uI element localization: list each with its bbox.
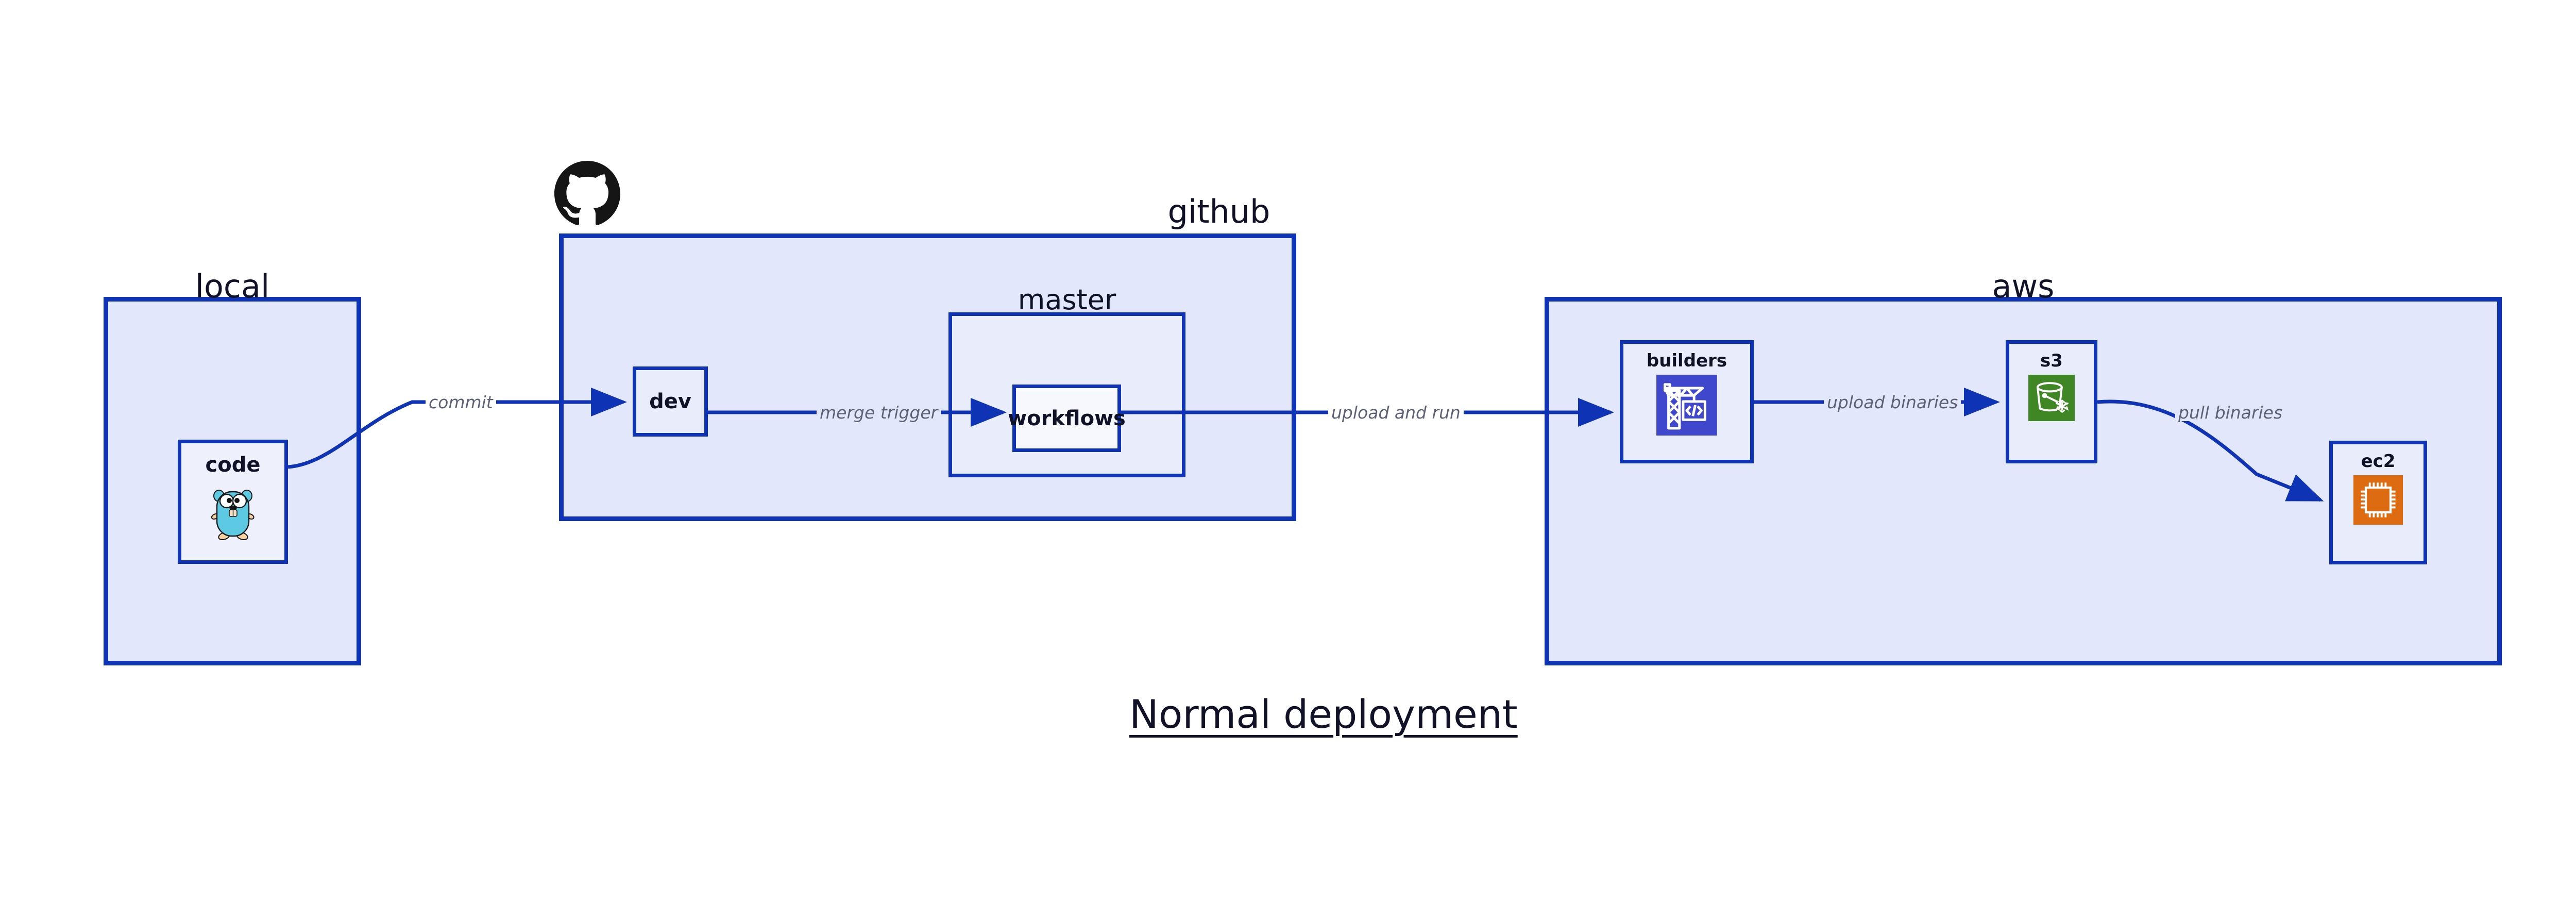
edge-label-merge-trigger: merge trigger: [817, 404, 941, 421]
edge-label-upload-binaries: upload binaries: [1824, 394, 1961, 411]
go-gopher-icon: [211, 485, 255, 542]
node-s3-label: s3: [2040, 350, 2063, 371]
zone-master-label: master: [1018, 283, 1116, 316]
aws-crane-icon: [1656, 375, 1717, 438]
zone-aws-label: aws: [1992, 268, 2055, 305]
node-code-label: code: [205, 453, 261, 477]
node-builders[interactable]: builders: [1620, 340, 1754, 463]
edge-label-commit: commit: [426, 394, 496, 411]
node-dev-label: dev: [649, 390, 691, 413]
edge-label-pull-binaries: pull binaries: [2175, 404, 2286, 421]
aws-s3-icon: [2028, 375, 2075, 423]
zone-github-label: github: [1167, 193, 1270, 230]
node-workflows-label: workflows: [1008, 406, 1126, 430]
figure-caption: Normal deployment: [1129, 691, 1518, 737]
node-s3[interactable]: s3: [2006, 340, 2097, 463]
node-ec2[interactable]: ec2: [2329, 441, 2427, 564]
edge-label-upload-and-run: upload and run: [1328, 404, 1464, 421]
github-octocat-icon: [554, 161, 620, 227]
node-dev[interactable]: dev: [633, 366, 708, 437]
node-builders-label: builders: [1646, 350, 1727, 371]
node-ec2-label: ec2: [2361, 451, 2396, 472]
node-workflows[interactable]: workflows: [1008, 385, 1126, 452]
aws-ec2-icon: [2353, 475, 2403, 527]
zone-local-label: local: [195, 268, 270, 305]
node-code[interactable]: code: [178, 440, 288, 564]
